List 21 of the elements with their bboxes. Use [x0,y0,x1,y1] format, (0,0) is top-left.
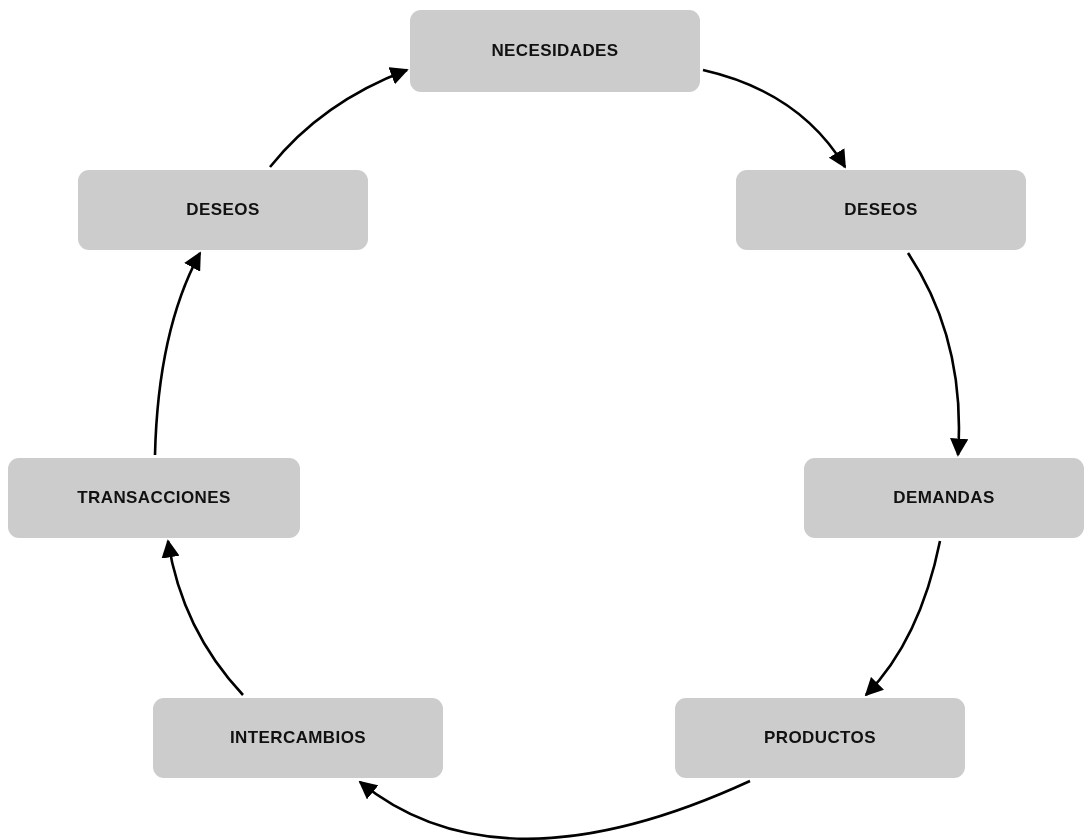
arrow [358,779,751,840]
box-label: NECESIDADES [491,41,619,61]
box-label: TRANSACCIONES [77,488,231,508]
arrow [864,540,942,697]
arrow [906,252,968,457]
box-label: PRODUCTOS [764,728,876,748]
box-label: INTERCAMBIOS [229,728,367,748]
arrow [702,68,847,169]
box-label: DESEOS [186,200,260,220]
box-label: DESEOS [844,200,918,220]
box-label: DEMANDAS [893,488,995,508]
process-box [675,698,965,778]
arrow [161,539,244,696]
process-box [8,458,300,538]
arrow [269,67,409,168]
process-box [736,170,1026,250]
process-box [804,458,1084,538]
process-box [78,170,368,250]
process-box [153,698,443,778]
process-box [410,10,700,92]
arrow [153,251,202,456]
